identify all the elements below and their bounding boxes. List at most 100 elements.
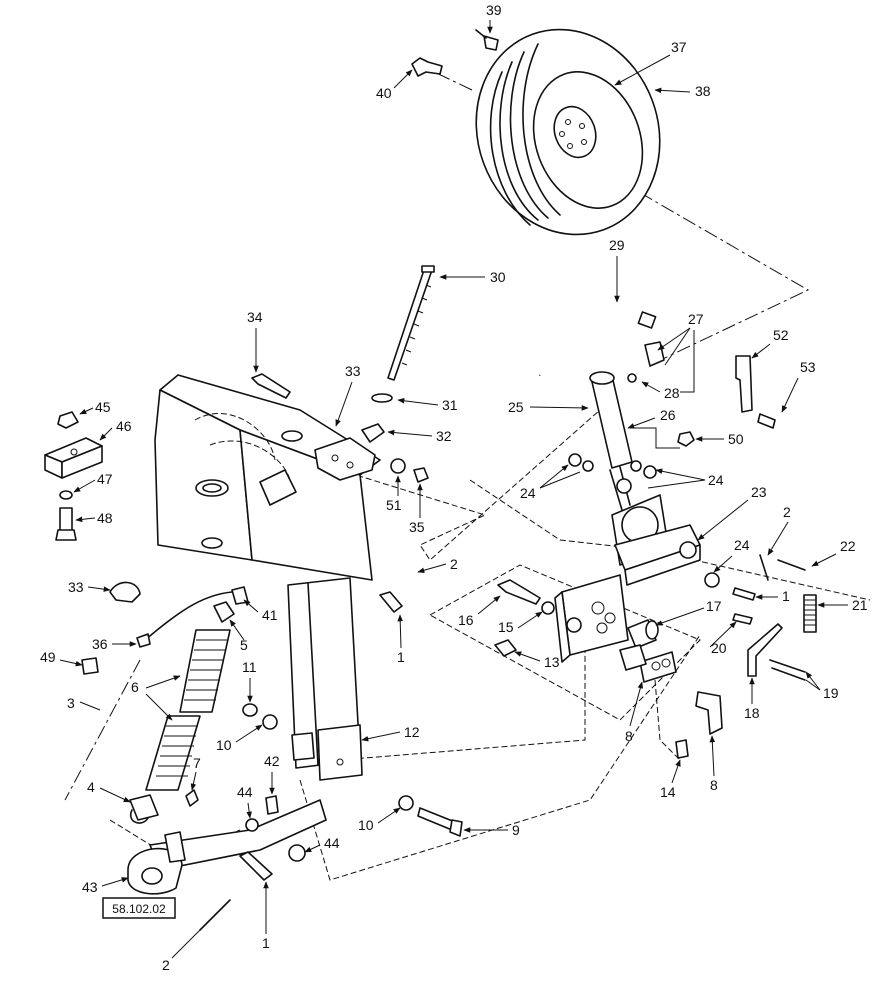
callout-44b: 44 xyxy=(304,835,340,853)
callout-24c: 24 xyxy=(713,537,750,573)
wheel-assembly xyxy=(411,28,661,236)
callouts: 39 37 40 38 29 30 27 52 34 33 53 28 31 4… xyxy=(40,2,868,973)
mount-hole xyxy=(346,461,354,469)
nut-50 xyxy=(677,431,695,447)
hose-fitting xyxy=(637,311,657,329)
bracket-hole xyxy=(596,622,608,634)
o-ring-28 xyxy=(627,373,637,383)
svg-text:41: 41 xyxy=(262,607,278,623)
svg-text:29: 29 xyxy=(609,237,625,253)
svg-text:26: 26 xyxy=(660,407,676,423)
callout-29: 29 xyxy=(609,237,625,303)
washer-31 xyxy=(371,393,393,403)
bushing-44b xyxy=(288,844,306,862)
callout-44a: 44 xyxy=(237,784,253,819)
bolt-53 xyxy=(757,413,776,429)
callout-33b: 33 xyxy=(68,579,111,595)
tire-tread-2 xyxy=(499,61,539,221)
svg-text:24: 24 xyxy=(520,485,536,501)
svg-text:31: 31 xyxy=(442,397,458,413)
bolt-34 xyxy=(251,373,291,399)
spring-upper-coils xyxy=(184,639,228,701)
mounting-bracket xyxy=(554,574,723,759)
pin-14 xyxy=(675,739,689,759)
jack-screw-assembly xyxy=(361,265,435,443)
svg-text:2: 2 xyxy=(450,556,458,572)
cotter-19a xyxy=(769,659,806,673)
bolt-hardware xyxy=(494,579,555,657)
svg-text:25: 25 xyxy=(508,399,524,415)
callout-39: 39 xyxy=(486,2,502,34)
svg-text:6: 6 xyxy=(131,679,139,695)
leg-hole xyxy=(336,758,344,766)
callout-7: 7 xyxy=(190,755,201,791)
bolt-16 xyxy=(497,579,541,605)
washer-15 xyxy=(541,601,555,615)
callout-19: 19 xyxy=(805,671,839,701)
bushing-11 xyxy=(242,703,258,717)
callout-6: 6 xyxy=(131,675,181,721)
callout-14: 14 xyxy=(660,759,681,800)
washer-10a xyxy=(262,714,278,730)
callout-10b: 10 xyxy=(358,807,401,833)
svg-text:33: 33 xyxy=(345,363,361,379)
block-hardware xyxy=(44,411,103,541)
callout-31: 31 xyxy=(397,397,458,413)
cylinder-cap xyxy=(589,371,615,385)
svg-text:34: 34 xyxy=(247,309,263,325)
callout-20: 20 xyxy=(709,621,737,656)
latch-parts xyxy=(704,554,817,681)
callout-43: 43 xyxy=(82,877,129,895)
lug-hole xyxy=(559,131,565,137)
callout-1b: 1 xyxy=(397,614,405,665)
svg-text:42: 42 xyxy=(264,753,280,769)
callout-24a: 24 xyxy=(520,464,581,501)
callout-1c: 1 xyxy=(262,881,270,951)
svg-text:17: 17 xyxy=(706,598,722,614)
nut-5 xyxy=(213,601,235,623)
svg-text:3: 3 xyxy=(67,695,75,711)
callout-12: 12 xyxy=(361,724,420,742)
clamp-hardware xyxy=(81,581,141,675)
washer-24c xyxy=(643,465,657,479)
callout-46: 46 xyxy=(99,418,132,441)
callout-3: 3 xyxy=(67,695,101,711)
svg-text:24: 24 xyxy=(708,472,724,488)
wheel-rim xyxy=(532,71,644,209)
reference-box[interactable]: 58.102.02 xyxy=(102,897,176,919)
bushing-44a xyxy=(245,818,259,832)
callout-42: 42 xyxy=(264,753,280,795)
callout-9: 9 xyxy=(463,822,520,838)
valve-stem-tip xyxy=(475,29,487,39)
spring-assembly xyxy=(129,601,235,824)
bracket-boss xyxy=(566,617,582,633)
cotter-2c xyxy=(199,899,231,931)
spring-lower-coils xyxy=(156,725,198,777)
svg-text:19: 19 xyxy=(823,685,839,701)
rod-22 xyxy=(777,559,806,571)
callout-22: 22 xyxy=(811,538,856,567)
hydraulic-cylinder xyxy=(568,371,695,511)
tank-filler xyxy=(195,479,229,497)
callout-47: 47 xyxy=(73,471,113,493)
svg-text:49: 49 xyxy=(40,649,56,665)
leg-foot-plate xyxy=(317,724,363,781)
drawbar-eye-hole xyxy=(141,867,163,885)
svg-text:4: 4 xyxy=(87,779,95,795)
svg-text:14: 14 xyxy=(660,784,676,800)
svg-text:24: 24 xyxy=(734,537,750,553)
latch-18 xyxy=(747,623,783,677)
svg-text:47: 47 xyxy=(97,471,113,487)
callout-2b: 2 xyxy=(417,556,458,573)
callout-30: 30 xyxy=(439,269,506,285)
callout-8b: 8 xyxy=(709,735,718,793)
svg-text:52: 52 xyxy=(773,327,789,343)
callout-28: 28 xyxy=(641,330,695,401)
reference-box-label[interactable]: 58.102.02 xyxy=(112,902,166,916)
pivot-bracket xyxy=(611,494,701,586)
svg-text:38: 38 xyxy=(695,83,711,99)
plate-8 xyxy=(639,651,677,683)
hose-36 xyxy=(144,591,233,641)
svg-text:8: 8 xyxy=(625,728,633,744)
